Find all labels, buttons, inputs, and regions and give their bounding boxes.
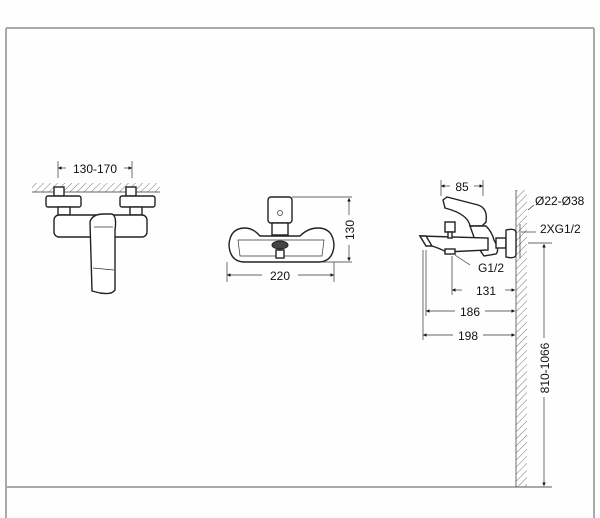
handle-depth-label: 85 [455,180,469,194]
top-height-label: 130 [343,220,357,240]
dim-186-label: 186 [460,305,480,319]
top-width-label: 220 [270,269,290,283]
mount-height-label: 810-1066 [538,342,552,393]
wall-pipe-label: Ø22-Ø38 [535,194,585,208]
drawing-frame [5,27,595,518]
dim-131-label: 131 [476,284,496,298]
front-view: 130-170 [32,161,160,295]
side-view: 85 G1/2 Ø22-Ø38 2XG1/2 131 186 198 [418,180,585,487]
outlet-label: G1/2 [478,261,504,275]
top-view: 130 220 [226,196,357,283]
dim-198-label: 198 [458,329,478,343]
connection-label: 2XG1/2 [540,222,581,236]
pipe-spacing-label: 130-170 [73,162,117,176]
wall-hatch [516,190,527,487]
